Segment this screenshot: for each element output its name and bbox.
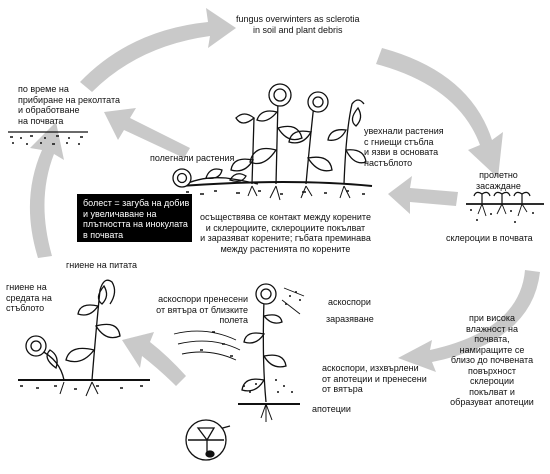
arrow-fallen-to-harvest xyxy=(104,108,190,158)
stem-rot-line: гниене на xyxy=(6,282,47,292)
disease-line: в почвата xyxy=(83,229,124,240)
root-line: осъществява се контакт между корените xyxy=(200,212,371,222)
harvest-line: на почвата xyxy=(18,115,64,126)
root-line: и склероциите, склероциите покълват xyxy=(205,222,366,233)
disease-line: и увеличаване на xyxy=(83,208,157,219)
stem-rot-line: средата на xyxy=(6,292,52,303)
apothecia-line: апотеции xyxy=(312,404,351,414)
head-rot-line: гниене на питата xyxy=(66,260,137,270)
arrow-apothecia-to-plant xyxy=(122,332,186,386)
wilted-line: увехнали растения xyxy=(364,126,444,136)
spring-seedlings xyxy=(466,191,544,223)
spore-cloud xyxy=(243,291,301,393)
humidity-line: склероции xyxy=(469,376,514,386)
label-harvest: по време на прибиране на реколтата и обр… xyxy=(18,84,120,126)
label-spring-planting: пролетно засаждане xyxy=(476,170,521,191)
humidity-line: при висока xyxy=(469,313,515,323)
root-line: и заразяват корените; гъбата преминава xyxy=(200,233,371,243)
wilted-line: и язви в основата xyxy=(364,147,439,157)
humidity-line: намиращите се xyxy=(459,344,525,355)
humidity-line: покълват и xyxy=(469,386,515,397)
humidity-line: почвата, xyxy=(474,334,510,344)
harvest-line: и обработване xyxy=(18,105,80,115)
fallen-line: полегнали растения xyxy=(150,153,235,163)
infection-plant xyxy=(238,283,305,422)
label-sclerotia-soil: склероции в почвата xyxy=(446,233,533,244)
spring-line: пролетно xyxy=(479,170,518,180)
wilted-line: с гниещи стъбла xyxy=(364,136,434,147)
harvest-line: по време на xyxy=(18,84,69,94)
label-stem-rot: гниене на средата на стъблото xyxy=(6,282,52,314)
released-line: от апотеции и пренесени xyxy=(322,373,427,384)
arrow-rot-to-harvest xyxy=(29,122,64,258)
disease-box: болест = загуба на добив и увеличаване н… xyxy=(77,194,192,242)
label-humidity: при висока влажност на почвата, намиращи… xyxy=(437,313,547,408)
overwinter-line: fungus overwinters as sclerotia xyxy=(236,14,360,24)
ascospores-line: аскоспори xyxy=(328,297,371,307)
arrow-root-to-humidity xyxy=(398,270,540,372)
label-root-contact: осъществява се контакт между корените и … xyxy=(200,212,371,254)
label-wind-spores: аскоспори пренесени от вятъра от близкит… xyxy=(134,294,248,326)
wilted-line: настъблото xyxy=(364,157,413,168)
wind-line: аскоспори пренесени xyxy=(158,294,248,304)
label-head-rot: гниене на питата xyxy=(66,260,137,271)
harvest-line: прибиране на реколтата xyxy=(18,94,121,105)
root-line: между растенията по корените xyxy=(220,243,351,254)
label-fallen: полегнали растения xyxy=(150,153,234,164)
wilted-plants xyxy=(172,83,373,201)
label-ascospores: аскоспори xyxy=(328,297,371,308)
humidity-line: влажност на xyxy=(466,323,518,334)
released-line: аскоспори, изхвърлени xyxy=(322,363,419,373)
humidity-line: близо до почвената xyxy=(450,355,534,365)
wind-line: полета xyxy=(219,315,248,325)
disease-line: плътността на инокулата xyxy=(83,219,188,229)
label-wilted: увехнали растения с гниещи стъбла и язви… xyxy=(364,126,444,168)
rotting-plant xyxy=(18,279,150,397)
apothecium-closeup xyxy=(185,419,231,461)
stem-rot-line: стъблото xyxy=(6,303,45,313)
overwinter-line: in soil and plant debris xyxy=(253,24,343,35)
arrow-harvest-to-overwinter xyxy=(80,8,236,92)
humidity-line: повърхност xyxy=(468,365,516,376)
label-released: аскоспори, изхвърлени от апотеции и прен… xyxy=(322,363,427,395)
humidity-line: образуват апотеции xyxy=(450,397,534,407)
label-infection: заразяване xyxy=(326,314,374,325)
label-overwinter: fungus overwinters as sclerotia in soil … xyxy=(236,14,360,35)
label-apothecia: апотеции xyxy=(312,404,351,415)
sclerotia-line: склероции в почвата xyxy=(446,233,533,243)
disease-line: болест = загуба на добив xyxy=(83,198,190,208)
arrow-spring-to-root xyxy=(388,176,458,214)
harvest-soil xyxy=(8,131,88,145)
released-line: от вятъра xyxy=(322,384,363,394)
spring-line: засаждане xyxy=(476,180,521,191)
wind-lines xyxy=(173,330,241,361)
infection-line: заразяване xyxy=(326,314,374,324)
arrow-overwinter-to-spring xyxy=(376,48,503,178)
wind-line: от вятъра от близките xyxy=(156,304,248,315)
